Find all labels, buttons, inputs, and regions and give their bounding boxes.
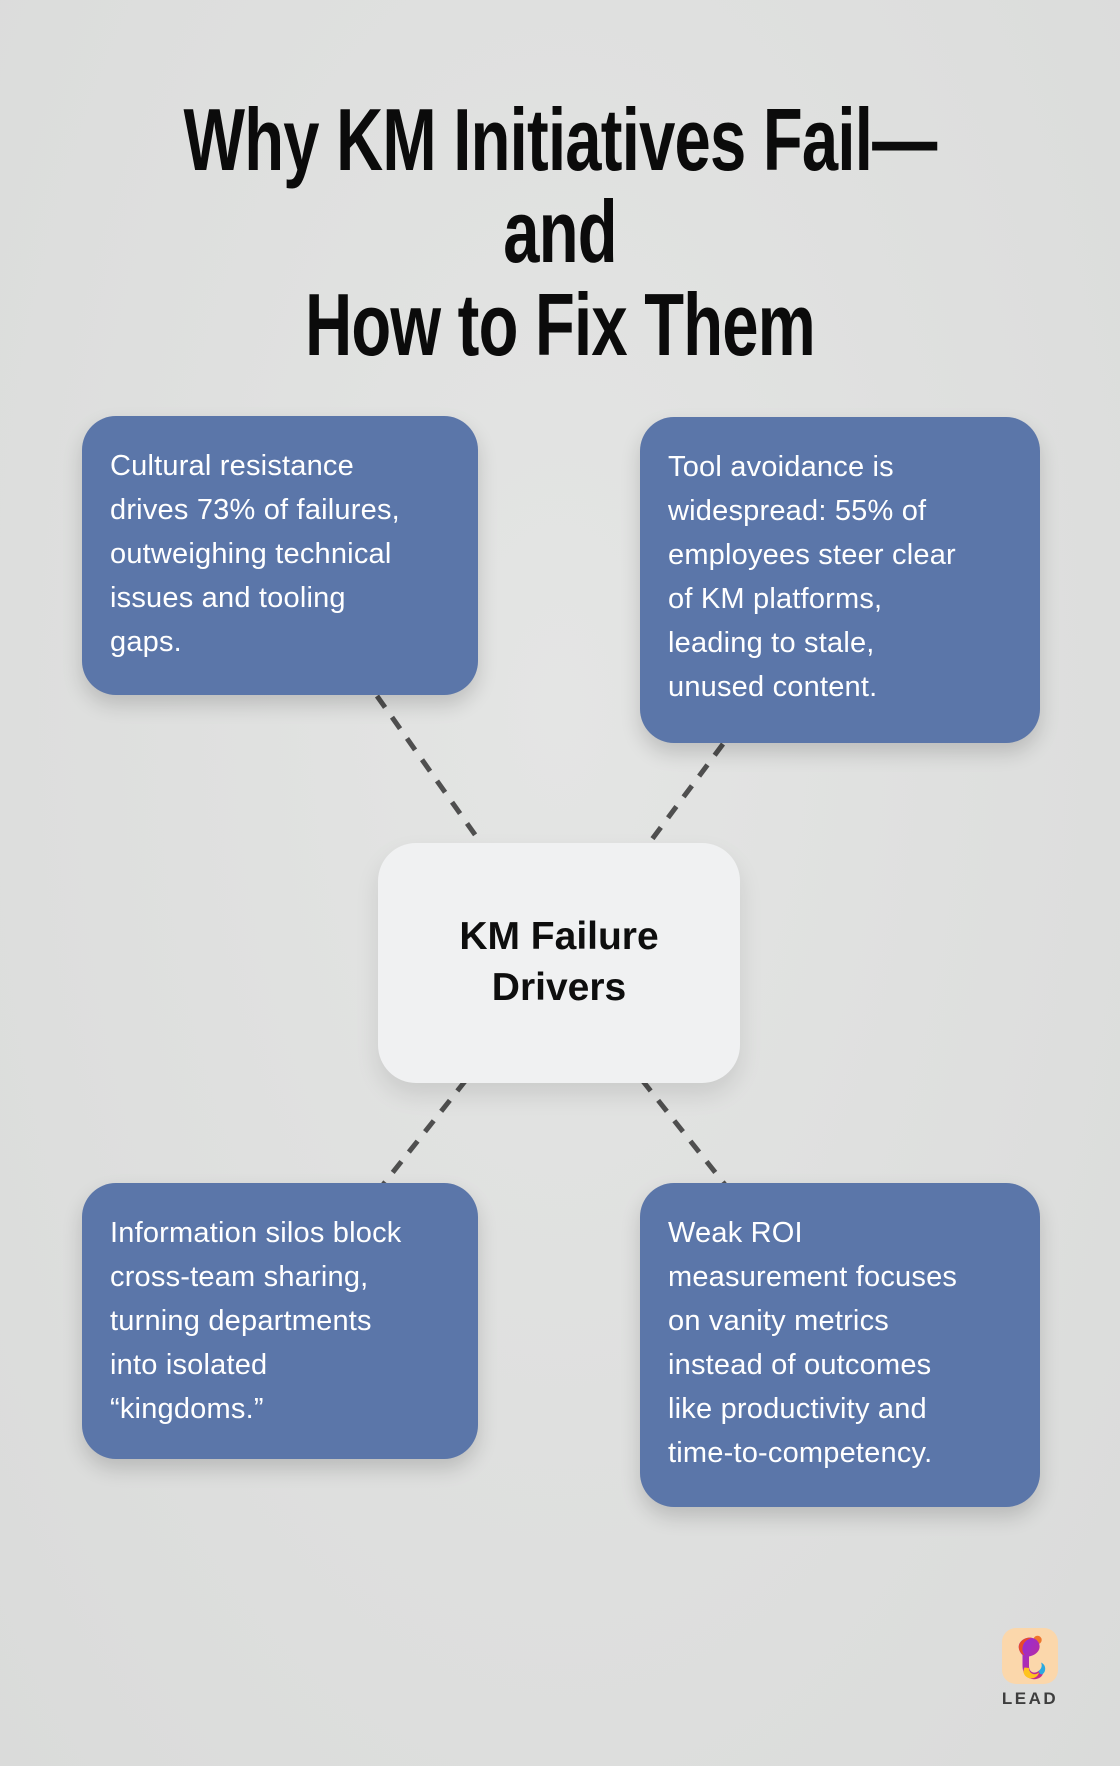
connector-top-left-icon [374, 694, 486, 848]
driver-card-text: Weak ROI measurement focuses on vanity m… [668, 1217, 958, 1469]
connector-bottom-right-icon [640, 1078, 728, 1188]
connector-bottom-left-icon [380, 1078, 468, 1188]
connector-top-right-icon [644, 742, 726, 848]
brand-logo: LEAD [1000, 1628, 1060, 1709]
center-node: KM Failure Drivers [378, 843, 740, 1083]
lead-ribbon-i-icon [1002, 1628, 1058, 1684]
driver-card-weak-roi: Weak ROI measurement focuses on vanity m… [640, 1183, 1040, 1507]
driver-card-text: Tool avoidance is widespread: 55% of emp… [668, 451, 956, 703]
brand-logo-label: LEAD [1001, 1689, 1059, 1708]
driver-card-cultural-resistance: Cultural resistance drives 73% of failur… [82, 416, 478, 695]
driver-card-text: Information silos block cross-team shari… [110, 1217, 402, 1425]
driver-card-information-silos: Information silos block cross-team shari… [82, 1183, 478, 1459]
driver-card-text: Cultural resistance drives 73% of failur… [110, 450, 400, 658]
center-node-label: KM Failure Drivers [459, 915, 659, 1009]
page-title: Why KM Initiatives Fail—and How to Fix T… [183, 90, 938, 374]
driver-card-tool-avoidance: Tool avoidance is widespread: 55% of emp… [640, 417, 1040, 743]
